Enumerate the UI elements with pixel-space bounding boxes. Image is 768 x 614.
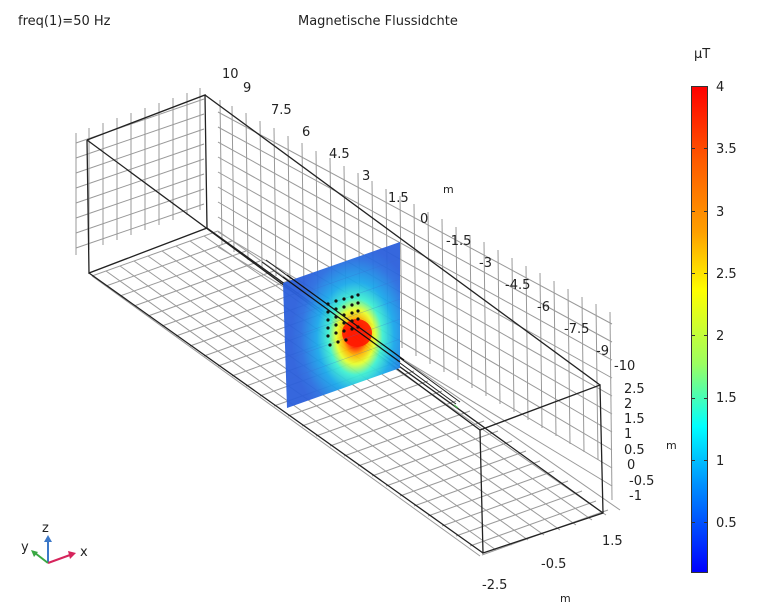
y-tick: 9	[243, 81, 252, 96]
flux-density-slice[interactable]	[282, 242, 405, 408]
colorbar-tick-mark	[704, 335, 708, 336]
y-tick: -7.5	[564, 322, 590, 337]
y-tick: -4.5	[505, 278, 531, 293]
axis-triad	[31, 535, 76, 564]
x-tick: -2.5	[482, 578, 508, 593]
y-tick: 1.5	[388, 191, 409, 206]
colorbar-tick-mark	[691, 398, 695, 399]
y-tick: 6	[302, 125, 311, 140]
y-tick: 10	[222, 67, 239, 82]
colorbar-tick-mark	[691, 211, 695, 212]
z-tick: -0.5	[629, 474, 655, 489]
z-axis-unit: m	[666, 439, 677, 452]
triad-x-label: x	[80, 545, 88, 560]
y-tick: -3	[479, 256, 492, 271]
y-tick: 4.5	[329, 147, 350, 162]
colorbar	[691, 86, 708, 573]
y-tick: -10	[614, 359, 636, 374]
triad-y-label: y	[21, 540, 29, 555]
domain-box	[86, 94, 604, 554]
colorbar-tick-mark	[704, 522, 708, 523]
z-tick: 0.5	[624, 443, 645, 458]
colorbar-tick-mark	[691, 273, 695, 274]
colorbar-tick-mark	[704, 211, 708, 212]
z-tick: 2.5	[624, 382, 645, 397]
z-tick: 2	[624, 397, 633, 412]
colorbar-tick-mark	[704, 273, 708, 274]
colorbar-tick: 0.5	[716, 516, 737, 531]
parameter-label: freq(1)=50 Hz	[18, 14, 111, 29]
colorbar-tick-mark	[704, 398, 708, 399]
colorbar-tick: 4	[716, 80, 725, 95]
colorbar-unit: µT	[694, 47, 711, 62]
colorbar-tick-mark	[691, 522, 695, 523]
colorbar-tick: 1	[716, 454, 725, 469]
colorbar-tick-mark	[704, 148, 708, 149]
z-tick: 0	[627, 458, 636, 473]
colorbar-tick: 1.5	[716, 391, 737, 406]
z-tick: 1	[624, 427, 633, 442]
y-tick: 0	[420, 212, 429, 227]
colorbar-tick: 3	[716, 205, 725, 220]
triad-z-label: z	[42, 521, 49, 536]
y-axis-unit: m	[443, 183, 454, 196]
colorbar-tick-mark	[691, 335, 695, 336]
y-tick: -1.5	[446, 234, 472, 249]
y-tick: -9	[596, 344, 609, 359]
x-axis-unit: m	[560, 592, 571, 605]
y-tick: 7.5	[271, 103, 292, 118]
y-axis-arrow-icon	[34, 552, 49, 564]
x-axis-arrow-icon	[47, 554, 71, 564]
plot-title: Magnetische Flussidchte	[298, 14, 458, 29]
colorbar-tick: 3.5	[716, 142, 737, 157]
colorbar-tick: 2.5	[716, 267, 737, 282]
evaluation-point-grid	[326, 293, 360, 347]
x-tick: 1.5	[602, 534, 623, 549]
colorbar-tick-mark	[691, 148, 695, 149]
left-wall-grid	[75, 88, 205, 255]
y-tick: -6	[537, 300, 550, 315]
z-tick: -1	[629, 489, 642, 504]
z-tick: 1.5	[624, 412, 645, 427]
back-wall-grid	[217, 99, 613, 501]
x-tick: -0.5	[541, 557, 567, 572]
colorbar-tick-mark	[704, 460, 708, 461]
y-tick: 3	[362, 169, 371, 184]
probe-marker	[453, 404, 459, 409]
colorbar-tick: 2	[716, 329, 725, 344]
colorbar-tick-mark	[691, 460, 695, 461]
